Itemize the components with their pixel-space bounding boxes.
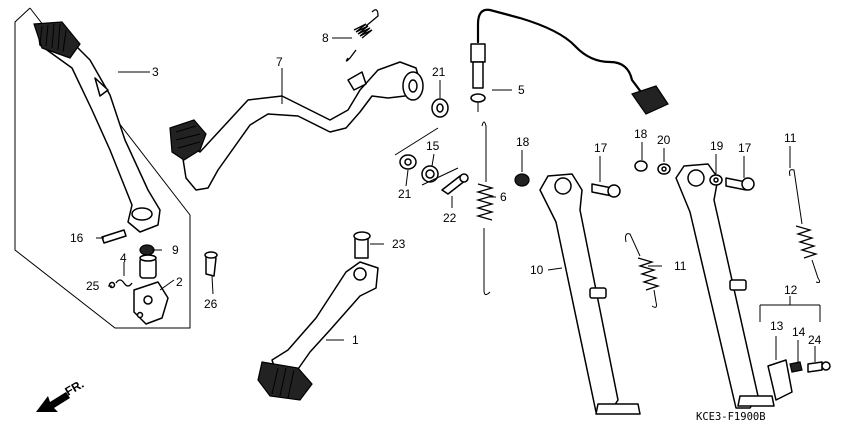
callout-14: 14 xyxy=(792,325,806,339)
washer-21-lower[interactable] xyxy=(399,154,417,170)
spring-11-center[interactable] xyxy=(625,233,661,308)
gearshift-pedal[interactable] xyxy=(257,261,379,401)
callout-16: 16 xyxy=(70,231,84,245)
bolt-23[interactable] xyxy=(353,231,371,259)
kick-pinch-bolt[interactable] xyxy=(101,229,127,244)
callout-7: 7 xyxy=(276,55,283,69)
callout-10: 10 xyxy=(530,263,544,277)
side-stand-left[interactable] xyxy=(539,173,641,415)
kick-nut[interactable] xyxy=(139,244,155,256)
callout-2: 2 xyxy=(176,275,183,289)
rubber-pad-13[interactable] xyxy=(767,359,793,401)
bolt-17-left[interactable] xyxy=(591,183,621,198)
bolt-24[interactable] xyxy=(807,361,831,373)
washer-20[interactable] xyxy=(657,163,671,175)
callout-11-right: 11 xyxy=(784,131,797,145)
callout-15: 15 xyxy=(426,139,440,153)
brake-light-switch[interactable] xyxy=(470,8,669,115)
bolt-17-right[interactable] xyxy=(725,177,755,191)
callout-23: 23 xyxy=(392,237,406,251)
callout-8: 8 xyxy=(322,31,329,45)
callout-11-center: 11 xyxy=(674,259,687,273)
kick-starter-boss[interactable] xyxy=(133,254,169,325)
spring-6[interactable] xyxy=(475,121,495,296)
callout-4: 4 xyxy=(120,251,127,265)
callout-21-lower: 21 xyxy=(398,187,412,201)
spring-8[interactable] xyxy=(345,9,379,62)
callout-17-left: 17 xyxy=(594,141,608,155)
bolt-26[interactable] xyxy=(204,251,218,277)
callout-12: 12 xyxy=(784,283,798,297)
callout-1: 1 xyxy=(352,333,359,347)
leader-lines xyxy=(96,37,816,362)
brake-pedal[interactable] xyxy=(169,61,424,191)
callout-17-right: 17 xyxy=(738,141,752,155)
callout-22: 22 xyxy=(443,211,457,225)
side-stand-right[interactable] xyxy=(675,163,775,409)
callout-24: 24 xyxy=(808,333,822,347)
arrow-icon xyxy=(36,392,70,412)
callout-21-upper: 21 xyxy=(432,65,446,79)
nut-18-right[interactable] xyxy=(634,160,648,172)
washer-21-upper[interactable] xyxy=(431,98,449,118)
callout-6: 6 xyxy=(500,190,507,204)
washer-19[interactable] xyxy=(709,174,723,186)
kick-spring-small[interactable] xyxy=(108,279,133,289)
bracket-12 xyxy=(759,296,821,322)
callout-19: 19 xyxy=(710,139,724,153)
callout-18-right: 18 xyxy=(634,127,648,141)
callout-5: 5 xyxy=(518,83,525,97)
callout-labels: 1 2 3 4 5 6 7 8 9 10 11 11 12 13 14 15 1… xyxy=(70,31,822,347)
callout-9: 9 xyxy=(172,243,179,257)
callout-26: 26 xyxy=(204,297,218,311)
spring-11-right[interactable] xyxy=(789,169,821,283)
callout-13: 13 xyxy=(770,319,784,333)
washer-15[interactable] xyxy=(421,165,439,183)
kick-starter-arm[interactable] xyxy=(14,7,191,329)
pad-14[interactable] xyxy=(789,361,803,373)
drawing-code: KCE3-F1900B xyxy=(696,411,766,423)
callout-25: 25 xyxy=(86,279,100,293)
callout-3: 3 xyxy=(152,65,159,79)
cotter-pin-22[interactable] xyxy=(441,173,469,195)
front-direction-marker: FR. xyxy=(36,377,86,412)
callout-18-left: 18 xyxy=(516,135,530,149)
nut-18-left[interactable] xyxy=(514,173,530,187)
callout-20: 20 xyxy=(657,133,671,147)
